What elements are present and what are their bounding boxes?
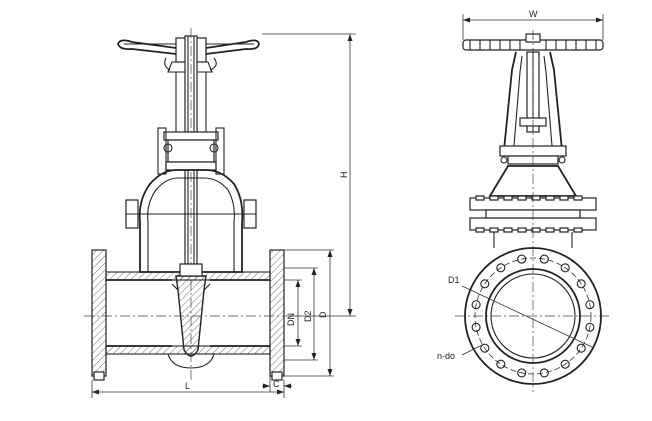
bolt-hole <box>576 343 586 353</box>
h-label: H <box>339 172 349 179</box>
bolt-hole <box>539 368 549 378</box>
dim-d1: D1 <box>448 275 595 349</box>
dim-n-do: n-do <box>437 343 485 361</box>
bolt-hole <box>471 322 481 332</box>
bolt-hole <box>496 263 506 273</box>
side-view: W <box>437 9 612 392</box>
bolt-hole <box>496 359 506 369</box>
l-label: L <box>185 381 190 391</box>
bolt-hole <box>480 279 490 289</box>
dim-c: C <box>262 376 292 392</box>
bolt-hole <box>471 300 481 310</box>
dim-d2: D2 <box>284 267 318 361</box>
dim-w: W <box>462 9 604 40</box>
dim-dn: DN <box>284 279 302 347</box>
bolt-hole <box>585 322 595 332</box>
bolt-hole <box>480 343 490 353</box>
dim-d: D <box>284 249 334 377</box>
bolt-hole <box>560 359 570 369</box>
w-label: W <box>529 9 538 19</box>
bolt-hole <box>560 263 570 273</box>
bolt-hole <box>585 300 595 310</box>
c-label: C <box>273 379 280 389</box>
n-do-label: n-do <box>437 351 455 361</box>
gate-wedge <box>171 263 211 357</box>
bolt-hole <box>517 368 527 378</box>
dim-l: L <box>91 380 285 398</box>
bolt-hole <box>576 279 586 289</box>
end-flange <box>464 247 602 385</box>
bolt-hole <box>517 254 527 264</box>
d-label: D <box>318 311 328 318</box>
bolt-hole <box>539 254 549 264</box>
bonnet <box>125 169 257 273</box>
front-view: H L C DN D2 <box>84 28 356 398</box>
d1-label: D1 <box>448 275 460 285</box>
dim-h: H <box>262 33 356 317</box>
dn-label: DN <box>286 313 296 326</box>
bolt-holes <box>471 254 595 378</box>
d2-label: D2 <box>303 310 313 322</box>
